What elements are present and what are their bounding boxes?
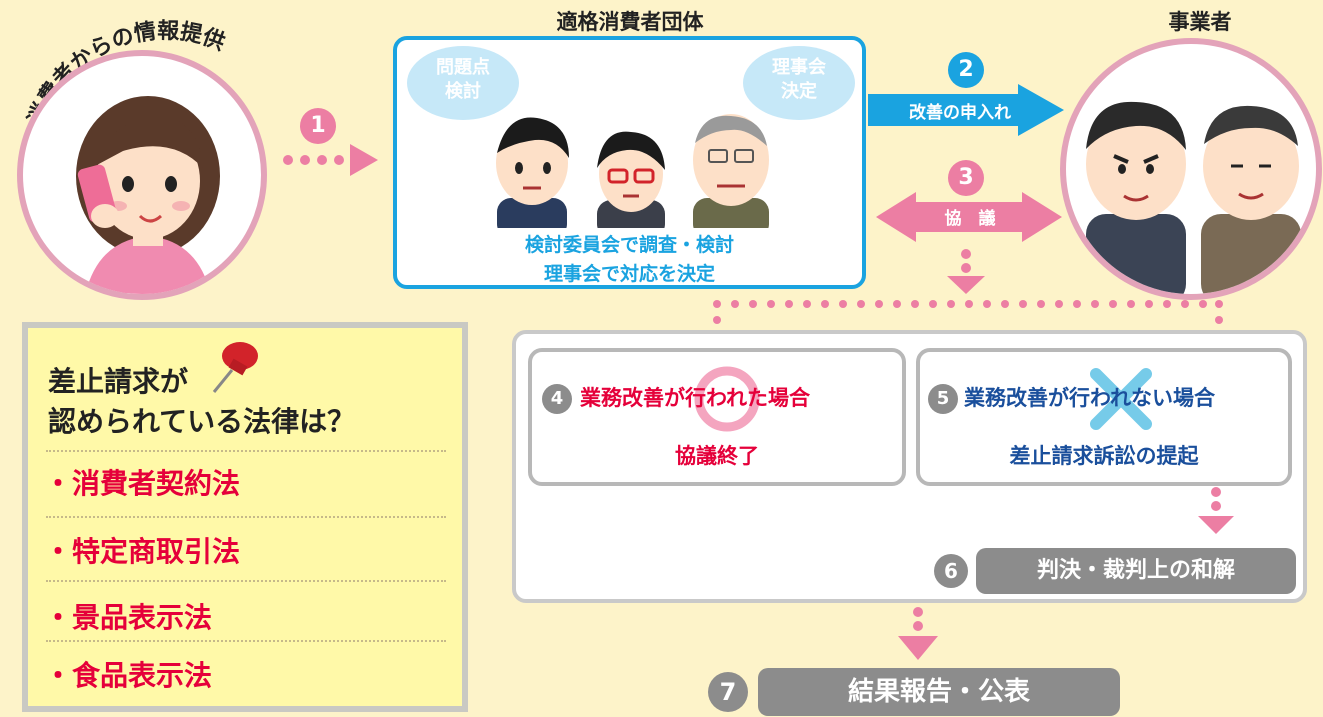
judgment-settlement-pill: 判決・裁判上の和解 bbox=[976, 548, 1296, 594]
group-caption-line2: 理事会で対応を決定 bbox=[543, 263, 715, 285]
group-caption-line1: 検討委員会で調査・検討 bbox=[524, 234, 734, 256]
law-item-specified-commercial: ・特定商取引法 bbox=[44, 535, 241, 568]
outcomes-panel: 4 業務改善が行われた場合 協議終了 5 業務改善が行われない場合 差止請求訴訟… bbox=[512, 330, 1307, 603]
laws-divider bbox=[46, 450, 446, 452]
group-title: 適格消費者団体 bbox=[556, 10, 704, 34]
step-3-double-arrow bbox=[876, 192, 1062, 242]
circle-mark-icon bbox=[694, 366, 760, 432]
case-improved-result: 協議終了 bbox=[675, 444, 759, 468]
step-2-label: 改善の申入れ bbox=[909, 103, 1011, 123]
step-1-dotted-arrow bbox=[283, 144, 378, 176]
step-7-number: 7 bbox=[708, 672, 748, 712]
step-5-number: 5 bbox=[928, 384, 958, 414]
laws-panel: 差止請求が 認められている法律は？ ・消費者契約法 ・特定商取引法 ・景品表示法… bbox=[22, 322, 468, 712]
law-item-food-labeling: ・食品表示法 bbox=[44, 659, 213, 692]
step-1-number: 1 bbox=[300, 108, 336, 144]
bubble-right-line2: 決定 bbox=[781, 81, 817, 102]
laws-heading-line1: 差止請求が bbox=[48, 365, 189, 398]
bubble-board-decision: 理事会 決定 bbox=[743, 46, 855, 120]
laws-divider bbox=[46, 640, 446, 642]
case-not-improved-title: 業務改善が行われない場合 bbox=[964, 386, 1215, 410]
result-report-pill: 結果報告・公表 bbox=[758, 668, 1120, 716]
step-6-down-arrow bbox=[898, 607, 938, 660]
case-not-improved-card: 5 業務改善が行われない場合 差止請求訴訟の提起 bbox=[916, 348, 1292, 486]
pushpin-icon bbox=[212, 342, 258, 393]
branch-dotted-connector bbox=[713, 300, 1223, 340]
step-2-arrow bbox=[868, 84, 1064, 136]
laws-heading-line2: 認められている法律は？ bbox=[48, 405, 356, 438]
qualified-consumer-group-box: 問題点 検討 理事会 決定 検討委員会で調査・検討 理事会で対応を決定 bbox=[393, 36, 866, 289]
cross-mark-icon bbox=[1090, 368, 1152, 430]
consumer-illustration bbox=[17, 50, 267, 300]
laws-divider bbox=[46, 580, 446, 582]
law-item-consumer-contract: ・消費者契約法 bbox=[44, 467, 241, 500]
bubble-problem-review: 問題点 検討 bbox=[407, 46, 519, 120]
business-title: 事業者 bbox=[1168, 10, 1232, 34]
case-improved-card: 4 業務改善が行われた場合 協議終了 bbox=[528, 348, 906, 486]
step-3-label: 協 議 bbox=[944, 209, 996, 229]
step-3-down-arrow bbox=[947, 249, 985, 294]
case-not-improved-result: 差止請求訴訟の提起 bbox=[1009, 444, 1199, 468]
bubble-left-line2: 検討 bbox=[445, 81, 481, 102]
bubble-right-line1: 理事会 bbox=[772, 57, 826, 78]
laws-divider bbox=[46, 516, 446, 518]
bubble-left-line1: 問題点 bbox=[436, 57, 490, 78]
law-item-premiums-representations: ・景品表示法 bbox=[44, 601, 213, 634]
group-members-illustration bbox=[496, 114, 769, 228]
step-4-number: 4 bbox=[542, 384, 572, 414]
step-2-number: 2 bbox=[948, 52, 984, 88]
business-illustration bbox=[1060, 38, 1322, 300]
step-5-down-arrow bbox=[1198, 487, 1234, 534]
step-6-number: 6 bbox=[934, 554, 968, 588]
case-improved-title: 業務改善が行われた場合 bbox=[580, 386, 810, 410]
step-3-number: 3 bbox=[948, 160, 984, 196]
